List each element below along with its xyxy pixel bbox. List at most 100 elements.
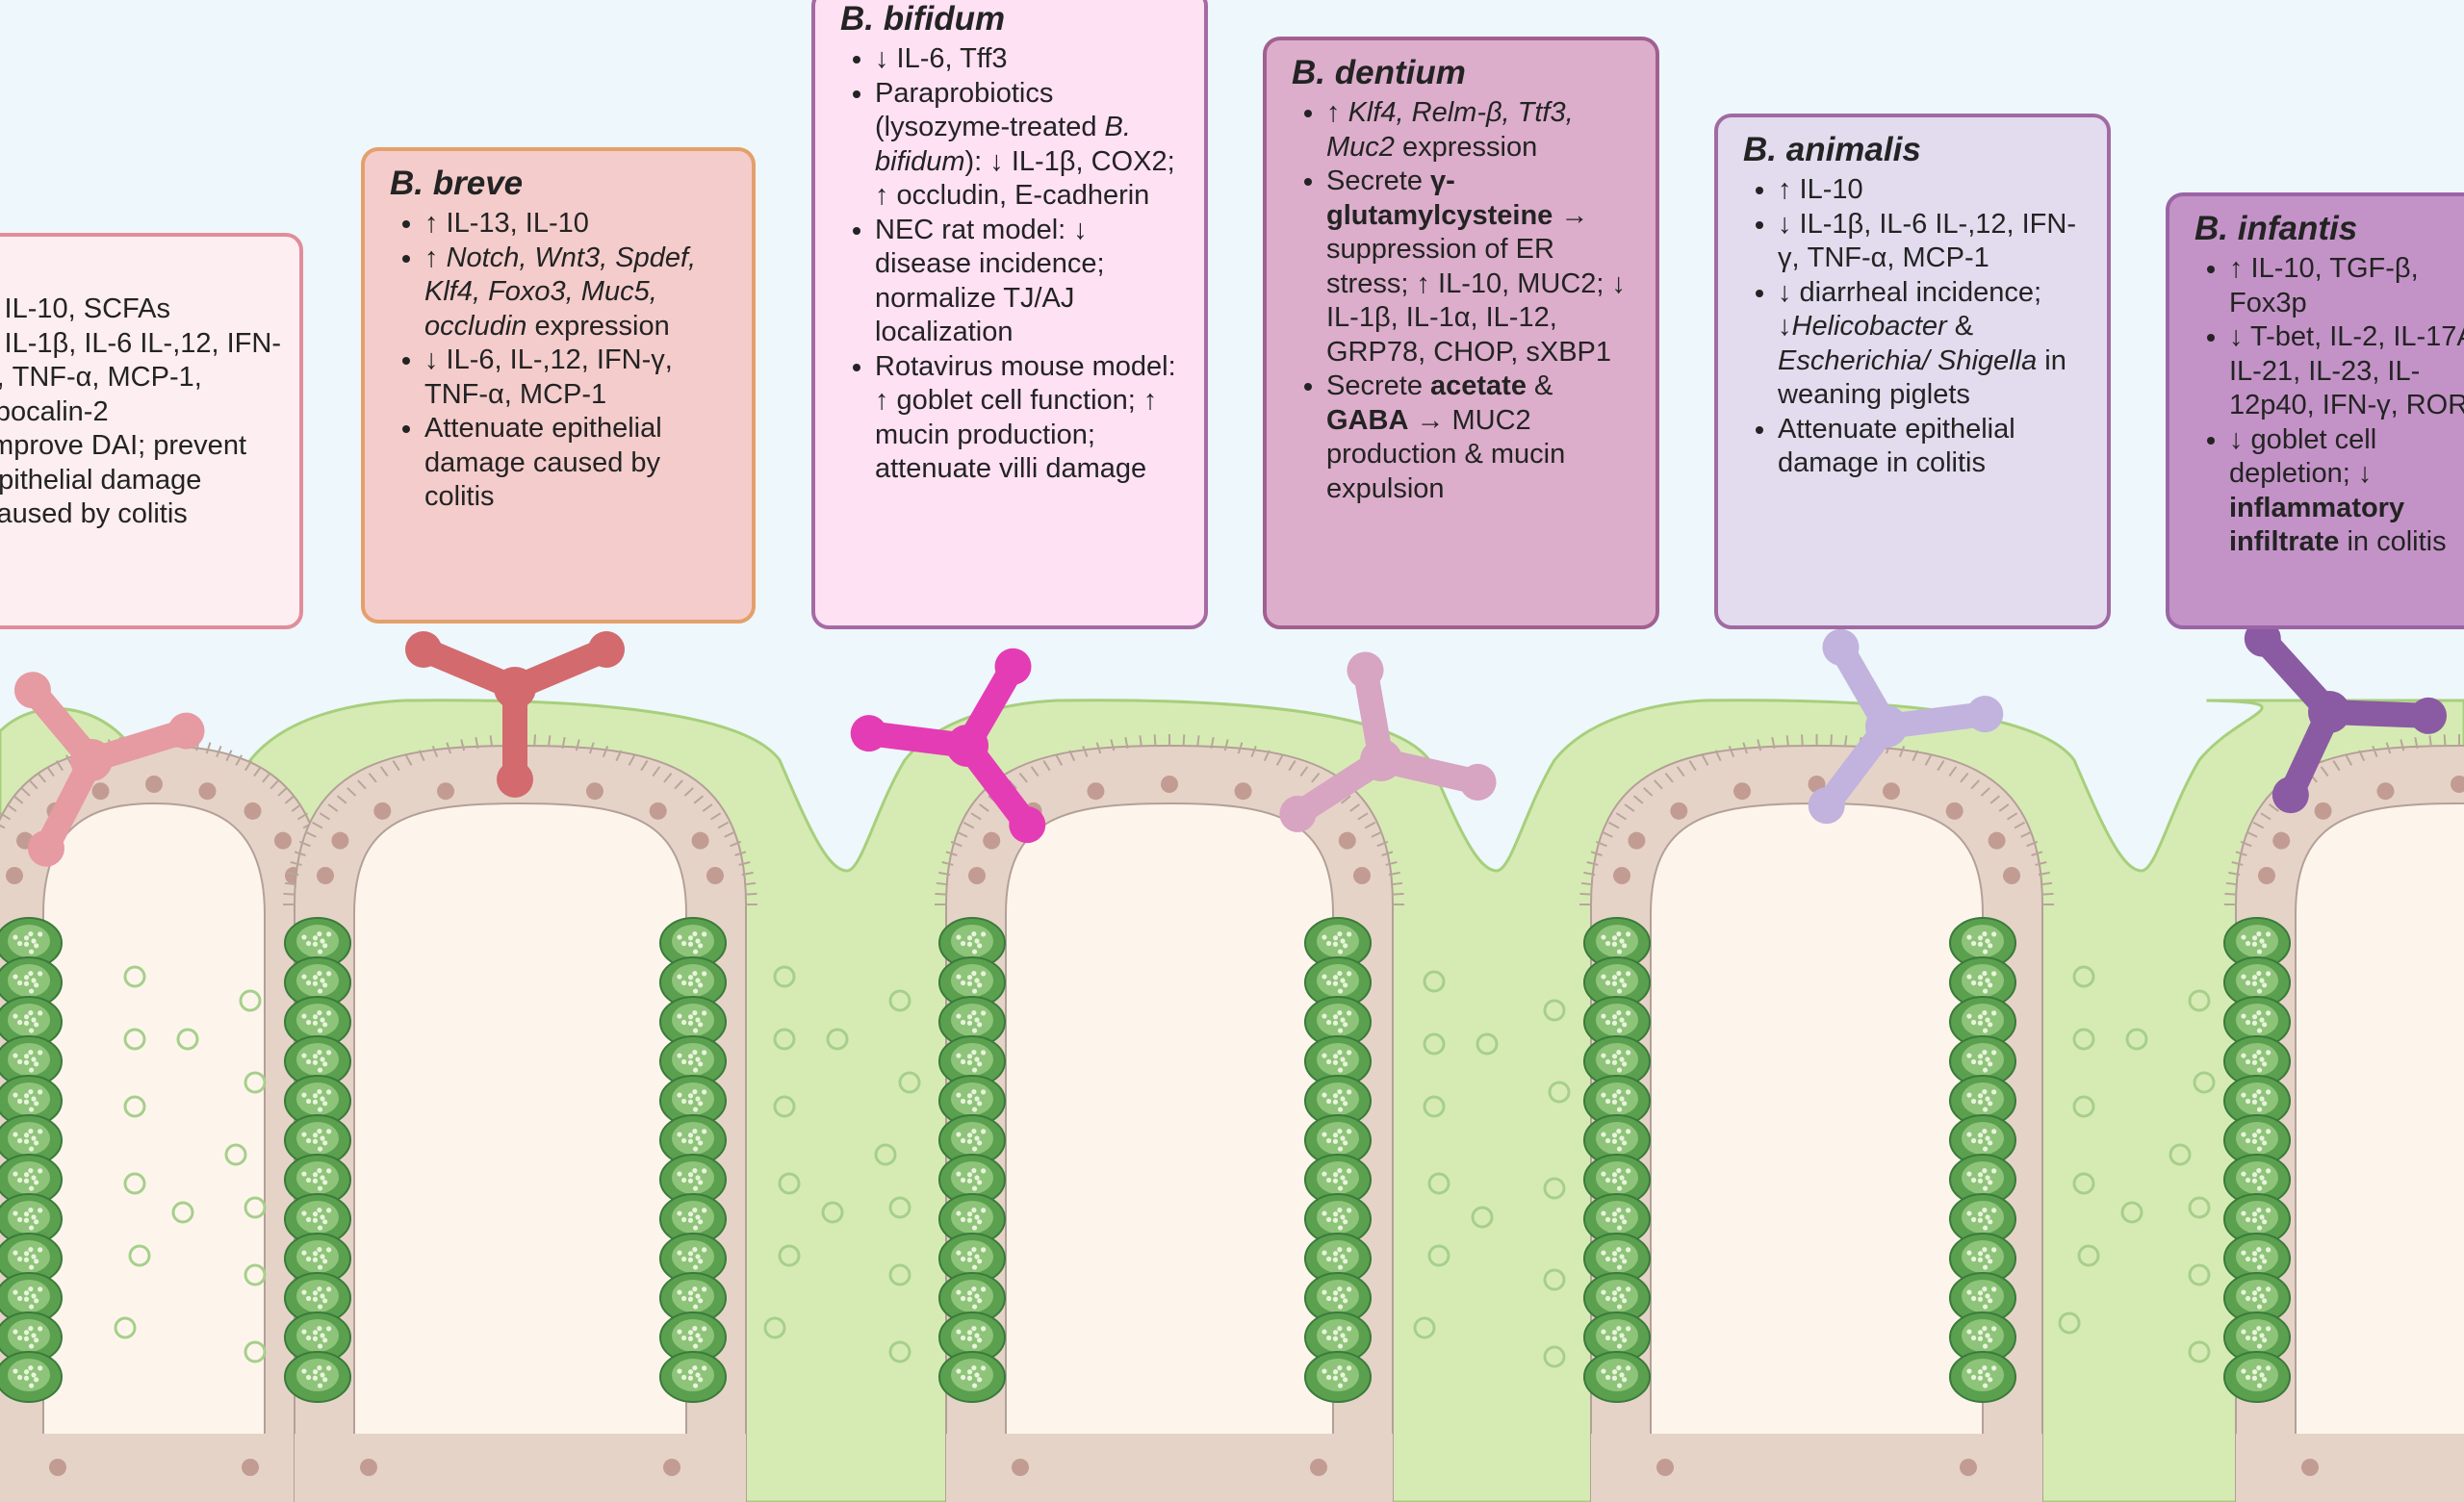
lamina-propria [353,802,687,1502]
microvillus [283,892,295,896]
cell-nucleus [706,867,724,884]
microvillus [1948,766,1958,777]
effect-text: Secrete [1326,370,1430,401]
microvillus [1586,861,1599,866]
microvillus [2014,821,2025,829]
microvillus [1385,861,1398,866]
microvillus [418,750,425,762]
microvillus [1299,766,1309,777]
effect-item: Improve DAI; prevent epithelial damage c… [0,429,284,532]
effect-text: → suppression of ER stress; ↑ IL-10, MUC… [1326,199,1627,368]
microvillus [1018,772,1028,783]
effect-text: ↑ IL-10, TGF-β, Fox3p [2229,253,2419,318]
effect-text: acetate [1430,370,1527,401]
effect-text: Attenuate epithelial damage in colitis [1778,413,2015,479]
mucin-droplet [888,1196,911,1219]
cell-nucleus [663,1459,680,1476]
effect-text: GABA [1326,404,1409,436]
microvillus [225,750,233,762]
mucin-droplet [1427,1172,1450,1195]
effect-text: ): ↓ IL-1β, COX2; ↑ occludin, E-cadherin [875,145,1175,212]
microvillus [1371,830,1383,838]
mucin-droplet [778,1172,801,1195]
microvillus [0,824,6,829]
bacterium-infantis-icon [2244,620,2448,814]
cell-nucleus [968,867,986,884]
microvillus [2026,840,2039,848]
microvillus [1771,736,1776,750]
microvillus [1989,795,2001,804]
mucin-droplet [2072,1095,2095,1118]
lamina-propria [42,802,266,1502]
mucin-droplet [244,1071,267,1094]
goblet-cell [1583,1311,1651,1363]
cell-nucleus [2272,831,2291,850]
microvillus [216,746,222,757]
microvillus [368,772,377,783]
goblet-cell [284,1272,351,1324]
goblet-cell [1949,1035,2016,1087]
goblet-cell [1304,1154,1372,1206]
microvillus [1237,742,1244,754]
microvillus [392,760,400,772]
box-title: B. dentium [1292,54,1466,91]
goblet-cell [2223,1351,2291,1403]
effect-text: Escherichia/ Shigella [1778,344,2038,376]
effect-item: ↑ IL-13, IL-10 [424,207,736,242]
microvillus [55,760,64,772]
goblet-cell [1583,1233,1651,1285]
effects-list: ↑ IL-13, IL-10↑ Notch, Wnt3, Spdef, Klf4… [390,207,736,515]
mucin-droplet [1471,1206,1494,1229]
goblet-cell [0,1075,63,1127]
microvillus [294,851,306,856]
microvillus [357,779,367,790]
effect-text: expression [1394,131,1538,163]
goblet-cell [284,1311,351,1363]
microvillus [2372,746,2378,757]
microvillus [1110,739,1116,751]
microvillus [741,871,754,877]
goblet-cell [659,1311,727,1363]
goblet-cell [2223,996,2291,1048]
mucin-droplets [114,965,2216,1368]
effect-item: ↓ IL-1β, IL-6 IL-,12, IFN-γ, TNF-α, MCP-… [0,327,284,430]
effect-text: ↑ [424,242,447,273]
cell-nucleus [1161,776,1178,793]
box-title: B. breve [390,165,524,202]
cell-nucleus [2314,802,2332,820]
goblet-cell [2223,1193,2291,1245]
goblet-cell [659,1114,727,1166]
microvillus [1924,754,1933,766]
effect-text: in colitis [2339,526,2447,557]
microvillus [460,739,466,751]
microvillus [2038,871,2050,877]
microvillus [1392,892,1404,896]
cell-nucleus [2301,1459,2319,1476]
microvillus [277,787,288,797]
cell-nucleus [242,1459,259,1476]
microvillus [1643,787,1654,797]
mucin-droplet [763,1316,786,1339]
bacterium-bifidum-icon [850,648,1046,844]
goblet-cell [284,996,351,1048]
effect-item: ↑ Notch, Wnt3, Spdef, Klf4, Foxo3, Muc5,… [424,242,736,344]
microvillus [379,766,389,777]
mucin-droplet [1543,1177,1566,1200]
effect-text: Notch, Wnt3, Spdef, Klf4, Foxo3, Muc5, o… [424,242,697,342]
microvillus [235,754,243,766]
microvillus [962,821,975,829]
goblet-cell [659,917,727,969]
microvillus [1608,821,1620,829]
goblet-cell [0,956,63,1008]
cell-nucleus [198,782,217,801]
mucin-droplet [821,1201,844,1224]
goblet-cell [0,996,63,1048]
goblet-cell [659,1075,727,1127]
effect-text: ↓ IL-1β, IL-6 IL-,12, IFN-γ, TNF-α, MCP-… [0,327,281,427]
microvillus [1757,739,1762,751]
goblet-cell [659,1154,727,1206]
goblet-cell [2223,1075,2291,1127]
cell-nucleus [1613,867,1630,884]
mucin-droplet [1476,1032,1499,1056]
mucin-droplet [2188,1196,2211,1219]
